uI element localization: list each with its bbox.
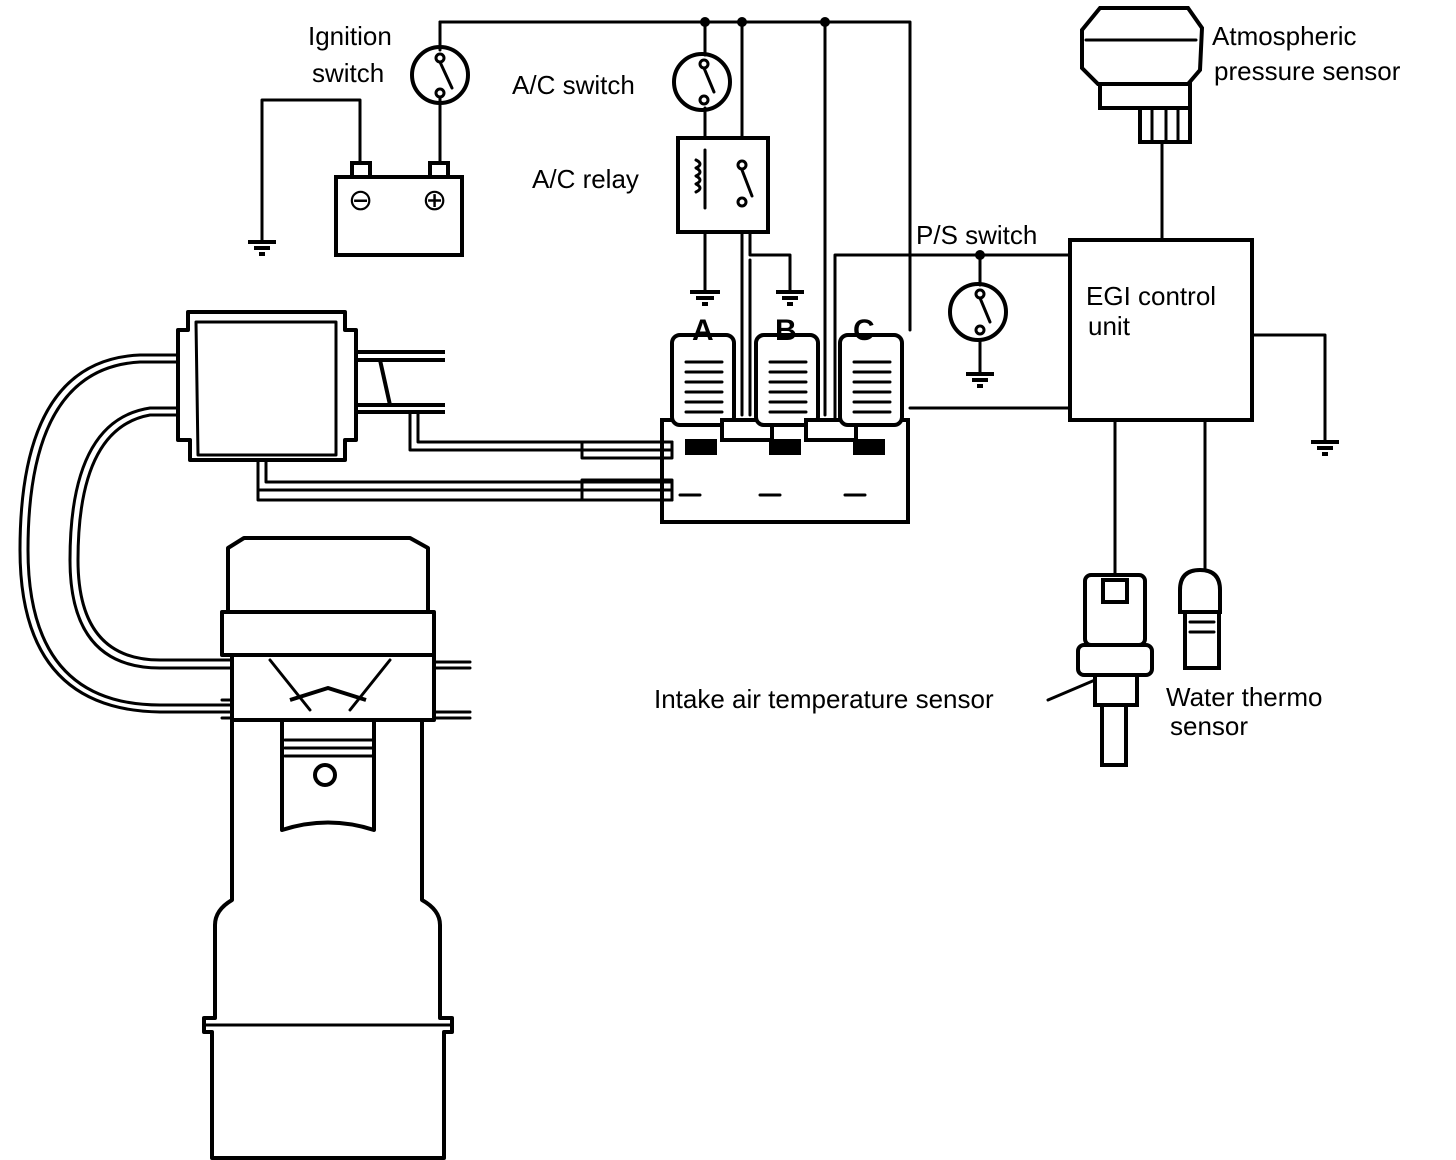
ignition-switch-icon (410, 45, 470, 105)
solenoid-c-label: C (853, 314, 875, 347)
egi-control-unit (1068, 238, 1254, 422)
egi-control-unit-label: EGI control (1086, 281, 1216, 311)
solenoid-b-label: B (775, 314, 797, 347)
ac-switch-icon (672, 52, 732, 112)
water-thermo-sensor-label: sensor (1170, 711, 1248, 741)
ground-icon (966, 372, 994, 388)
ac-relay-label: A/C relay (532, 164, 639, 194)
water-thermo-sensor-label: Water thermo (1166, 682, 1323, 712)
battery-positive-icon: ⊕ (422, 184, 447, 217)
solenoid-valve-a (670, 333, 774, 455)
solenoid-valve-c (838, 333, 904, 455)
ground-icon (690, 290, 720, 306)
ac-switch-label: A/C switch (512, 70, 635, 100)
intake-manifold-hoses (18, 310, 674, 714)
atmospheric-pressure-sensor-label: pressure sensor (1214, 56, 1401, 86)
solenoid-valve-b (754, 333, 858, 455)
intake-air-temperature-sensor-icon (1046, 573, 1154, 767)
ground-symbols (248, 240, 1339, 456)
ac-relay-icon (676, 136, 770, 234)
ground-icon (248, 240, 276, 256)
battery-icon: ⊖ ⊕ (334, 161, 464, 257)
ground-icon (1311, 440, 1339, 456)
engine-cylinder (202, 536, 472, 1160)
solenoid-a-label: A (692, 314, 714, 347)
atmospheric-pressure-sensor-label: Atmospheric (1212, 21, 1357, 51)
battery-negative-icon: ⊖ (348, 184, 373, 217)
egi-control-unit-label: unit (1088, 311, 1131, 341)
solenoid-valve-assembly (660, 333, 910, 524)
ignition-switch-label: switch (312, 58, 384, 88)
ignition-switch-label: Ignition (308, 21, 392, 51)
ps-switch-label: P/S switch (916, 220, 1037, 250)
ps-switch-icon (948, 282, 1008, 342)
water-thermo-sensor-icon (1178, 567, 1222, 670)
ground-icon (776, 290, 804, 306)
atmospheric-pressure-sensor-icon (1080, 6, 1205, 144)
intake-air-temperature-sensor-label: Intake air temperature sensor (654, 684, 994, 714)
